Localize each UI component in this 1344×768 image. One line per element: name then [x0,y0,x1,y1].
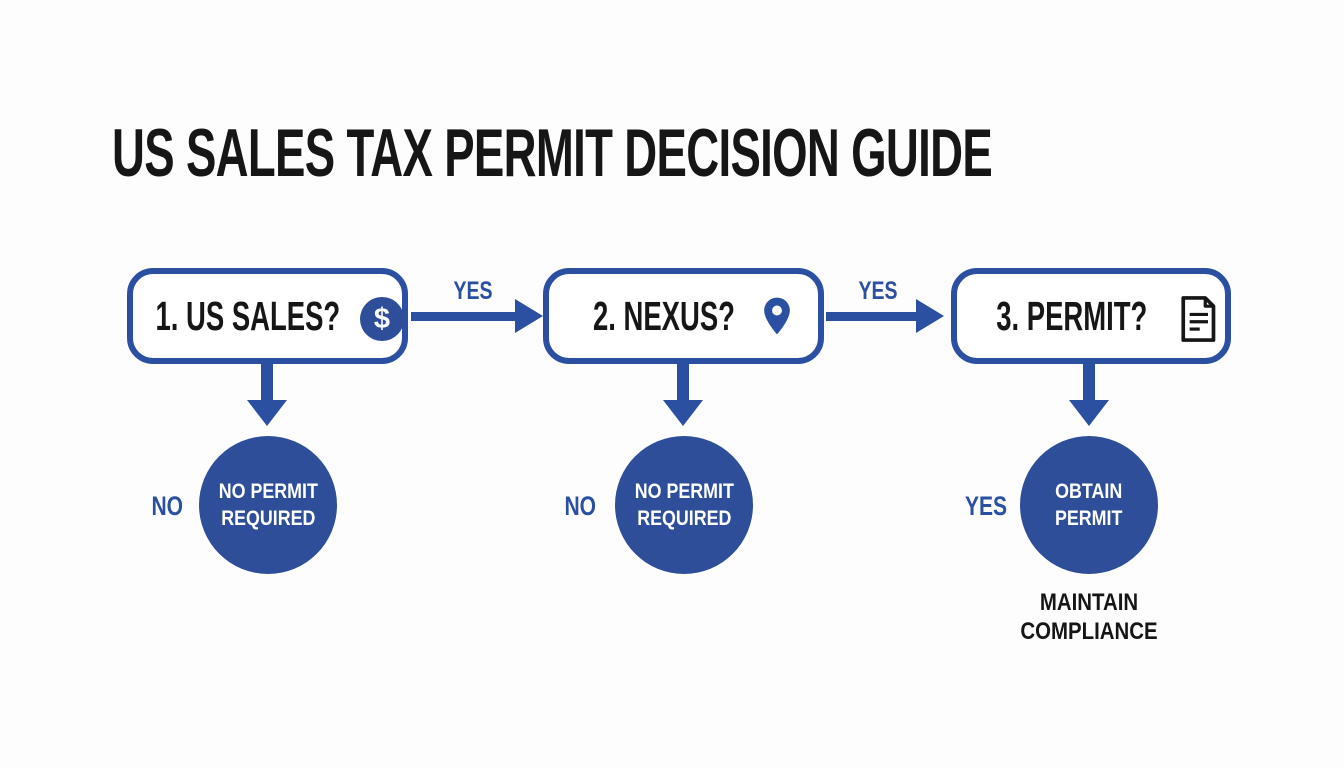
step-label-nexus: 2. NEXUS? [593,292,735,339]
step-box-permit: 3. PERMIT? [951,268,1231,364]
yes-arrow-2 [826,299,944,333]
yes-label-1: YES [453,277,493,305]
no-label-1: NO [151,490,183,521]
step-box-us-sales: 1. US SALES? $ [127,268,408,364]
page-title-text: US SALES TAX PERMIT DECISION GUIDE [112,115,993,191]
down-arrow-3 [1069,362,1109,426]
result-line: NO PERMIT [634,480,734,503]
result-circle-obtain-permit: OBTAIN PERMIT [1020,436,1158,574]
step-label-permit: 3. PERMIT? [996,292,1148,339]
result-line: REQUIRED [636,507,732,530]
step-box-nexus: 2. NEXUS? [543,268,824,364]
step-label-us-sales: 1. US SALES? [155,292,341,339]
footnote-line: COMPLIANCE [1020,618,1158,645]
dollar-icon: $ [360,297,404,341]
footnote-line: MAINTAIN [1039,589,1139,616]
yes-label-2: YES [858,277,898,305]
result-line: OBTAIN [1055,480,1123,503]
result-line: PERMIT [1055,507,1123,530]
no-label-2: NO [564,490,596,521]
yes-arrow-1 [411,299,543,333]
dollar-glyph: $ [373,302,391,335]
document-icon [1175,293,1219,350]
down-arrow-1 [247,362,287,426]
maintain-compliance-note: MAINTAIN COMPLIANCE [1004,588,1174,646]
result-line: REQUIRED [220,507,316,530]
page-title: US SALES TAX PERMIT DECISION GUIDE [112,118,1344,188]
result-circle-no-permit-2: NO PERMIT REQUIRED [615,436,753,574]
result-circle-no-permit-1: NO PERMIT REQUIRED [199,436,337,574]
result-line: NO PERMIT [218,480,318,503]
down-arrow-2 [663,362,703,426]
yes-label-3: YES [964,490,1008,521]
location-pin-icon [755,294,799,343]
